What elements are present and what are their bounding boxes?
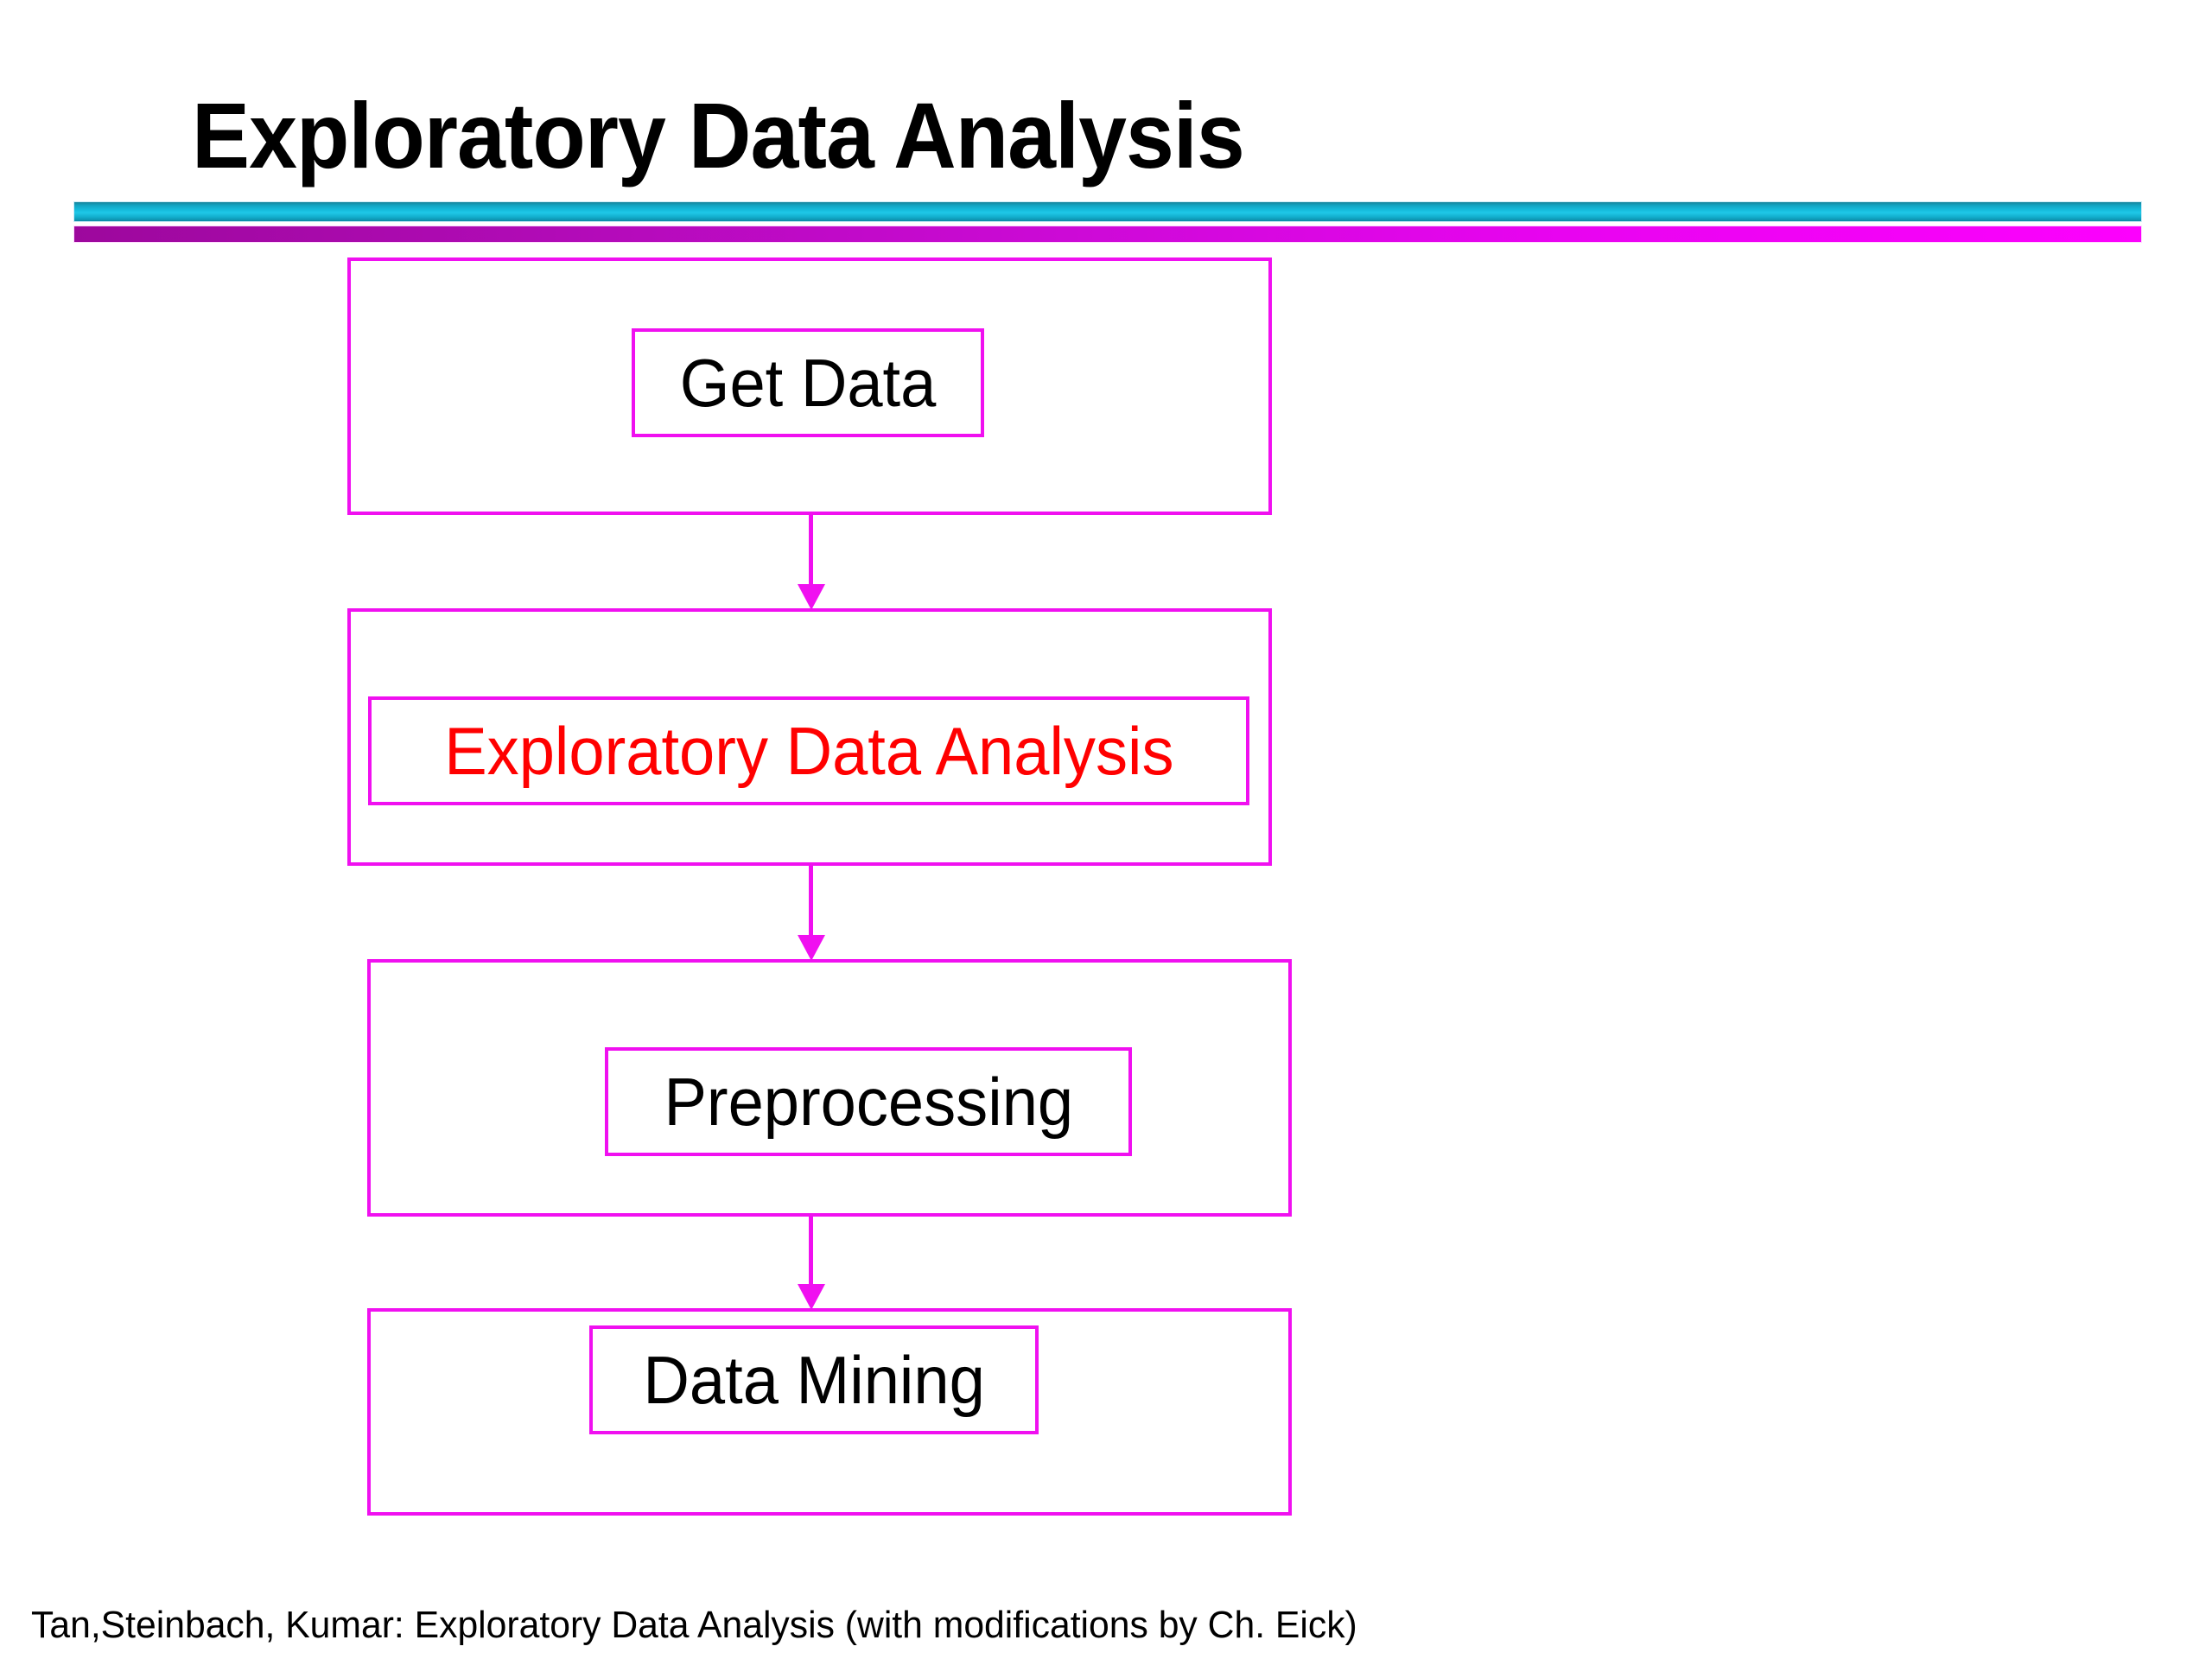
flow-node-eda-label: Exploratory Data Analysis [443, 713, 1174, 789]
title-underline-magenta [74, 226, 2141, 242]
flow-node-eda[interactable]: Exploratory Data Analysis [368, 696, 1249, 805]
flow-node-get-data-label: Get Data [679, 345, 937, 421]
arrow-shaft-icon [809, 866, 813, 938]
flow-arrow-get-data-to-eda [798, 515, 825, 612]
flow-node-preprocessing[interactable]: Preprocessing [605, 1047, 1132, 1156]
page-title: Exploratory Data Analysis [192, 83, 1245, 188]
flow-node-preprocessing-label: Preprocessing [664, 1064, 1073, 1140]
flow-arrow-preprocessing-to-data-mining [798, 1217, 825, 1312]
flow-node-data-mining-label: Data Mining [643, 1342, 985, 1418]
arrow-shaft-icon [809, 515, 813, 588]
arrow-shaft-icon [809, 1217, 813, 1287]
flow-node-eda-frame [347, 608, 1272, 866]
arrow-head-icon [798, 584, 825, 610]
footer-credit: Tan,Steinbach, Kumar: Exploratory Data A… [31, 1604, 1357, 1646]
flow-node-data-mining-frame [367, 1308, 1292, 1516]
flow-arrow-eda-to-preprocessing [798, 866, 825, 963]
title-underline-cyan [74, 202, 2141, 221]
arrow-head-icon [798, 1284, 825, 1310]
flow-node-preprocessing-frame [367, 959, 1292, 1217]
flow-node-get-data[interactable]: Get Data [632, 328, 984, 437]
flow-node-data-mining[interactable]: Data Mining [589, 1325, 1039, 1434]
flow-node-get-data-frame [347, 257, 1272, 515]
arrow-head-icon [798, 935, 825, 961]
